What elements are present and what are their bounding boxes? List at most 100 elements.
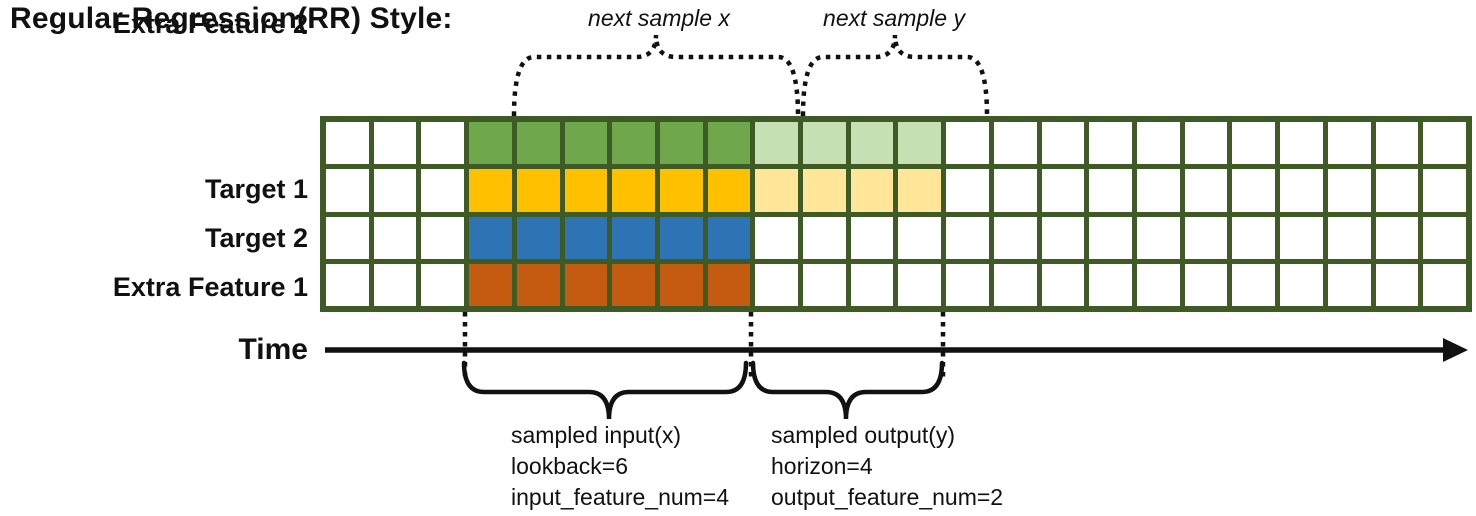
- grid-cell: [1041, 169, 1085, 212]
- grid-cell: [1327, 122, 1371, 165]
- row-label-extra-feature-2: Extra Feature 2: [112, 9, 308, 39]
- grid-cell: [659, 169, 703, 212]
- grid-cell: [993, 216, 1037, 259]
- grid-cell: [1375, 216, 1419, 259]
- grid-cell: [1089, 122, 1133, 165]
- grid-cell: [564, 169, 608, 212]
- grid-cell: [755, 122, 799, 165]
- horizon-value: horizon=4: [771, 453, 873, 479]
- grid-cell: [1375, 169, 1419, 212]
- grid-cell: [803, 216, 846, 259]
- grid-cell: [850, 263, 894, 306]
- row-label-target-2: Target 2: [204, 223, 308, 253]
- grid-cell: [993, 263, 1037, 306]
- grid-cell: [707, 169, 751, 212]
- grid-cell: [421, 122, 465, 165]
- grid-cell: [1232, 216, 1276, 259]
- grid-cell: [1327, 169, 1371, 212]
- sampled-output-annotation: sampled output(y) horizon=4 output_featu…: [771, 420, 1003, 513]
- grid-cell: [803, 263, 846, 306]
- grid-cell: [659, 122, 703, 165]
- grid-cell: [516, 169, 560, 212]
- grid-cell: [1184, 263, 1228, 306]
- grid-cell: [1280, 216, 1323, 259]
- grid-cell: [755, 216, 799, 259]
- grid-cell: [1184, 216, 1228, 259]
- grid-cell: [993, 169, 1037, 212]
- lookback-value: lookback=6: [511, 453, 628, 479]
- grid-cell: [1089, 216, 1133, 259]
- grid-cell: [1375, 122, 1419, 165]
- grid-cell: [1089, 169, 1133, 212]
- grid-cell: [1137, 263, 1180, 306]
- next-sample-y-label: next sample y: [823, 5, 965, 31]
- grid-cell: [707, 263, 751, 306]
- time-axis-label: Time: [238, 333, 308, 366]
- grid-cell: [421, 216, 465, 259]
- grid-cell: [564, 122, 608, 165]
- sampled-input-annotation: sampled input(x) lookback=6 input_featur…: [511, 420, 729, 513]
- output-feature-num-value: output_feature_num=2: [771, 484, 1004, 510]
- grid-cell: [1423, 122, 1466, 165]
- grid-cell: [469, 169, 512, 212]
- grid-cell: [612, 169, 655, 212]
- grid-cell: [1280, 169, 1323, 212]
- next-sample-x-label: next sample x: [588, 5, 730, 31]
- grid-cell: [946, 169, 989, 212]
- grid-cell: [564, 216, 608, 259]
- grid-cell: [1280, 263, 1323, 306]
- grid-cell: [946, 263, 989, 306]
- next-sample-x-brace: [511, 34, 801, 117]
- next-sample-y-brace: [800, 34, 990, 117]
- grid-cell: [946, 122, 989, 165]
- grid-cell: [898, 263, 942, 306]
- grid-cell: [803, 169, 846, 212]
- grid-cell: [946, 216, 989, 259]
- grid-cell: [373, 216, 417, 259]
- grid-cell: [898, 122, 942, 165]
- grid-cell: [326, 169, 369, 212]
- grid-cell: [707, 216, 751, 259]
- grid-cell: [659, 216, 703, 259]
- grid-cell: [1232, 122, 1276, 165]
- row-label-target-1: Target 1: [204, 174, 308, 204]
- row-label-extra-feature-1: Extra Feature 1: [112, 272, 308, 302]
- grid-cell: [612, 122, 655, 165]
- grid-cell: [1423, 263, 1466, 306]
- grid-cell: [612, 216, 655, 259]
- grid-cell: [1137, 169, 1180, 212]
- grid-cell: [993, 122, 1037, 165]
- sampled-output-title: sampled output(y): [771, 422, 956, 448]
- grid-cell: [1232, 263, 1276, 306]
- grid-cell: [1184, 122, 1228, 165]
- grid-cell: [516, 263, 560, 306]
- grid-cell: [564, 263, 608, 306]
- grid-cell: [612, 263, 655, 306]
- grid-cell: [469, 122, 512, 165]
- grid-cell: [1137, 122, 1180, 165]
- grid-cell: [516, 122, 560, 165]
- grid-cell: [373, 263, 417, 306]
- grid-cell: [1423, 216, 1466, 259]
- sampled-input-title: sampled input(x): [511, 422, 682, 448]
- page-title: Regular Regression(RR) Style:: [10, 2, 453, 35]
- grid-cell: [850, 169, 894, 212]
- grid-cell: [326, 216, 369, 259]
- grid-cell: [469, 216, 512, 259]
- grid-cell: [1041, 122, 1085, 165]
- grid-cell: [421, 263, 465, 306]
- grid-cell: [421, 169, 465, 212]
- grid-cell: [373, 122, 417, 165]
- sampled-input-brace: [461, 360, 749, 420]
- grid-cell: [1137, 216, 1180, 259]
- grid-cell: [659, 263, 703, 306]
- grid-cell: [898, 216, 942, 259]
- grid-cell: [1041, 216, 1085, 259]
- grid-cell: [755, 263, 799, 306]
- grid-cell: [1327, 263, 1371, 306]
- grid-cell: [469, 263, 512, 306]
- sampled-output-brace: [750, 360, 945, 420]
- grid-cell: [707, 122, 751, 165]
- grid-cell: [1327, 216, 1371, 259]
